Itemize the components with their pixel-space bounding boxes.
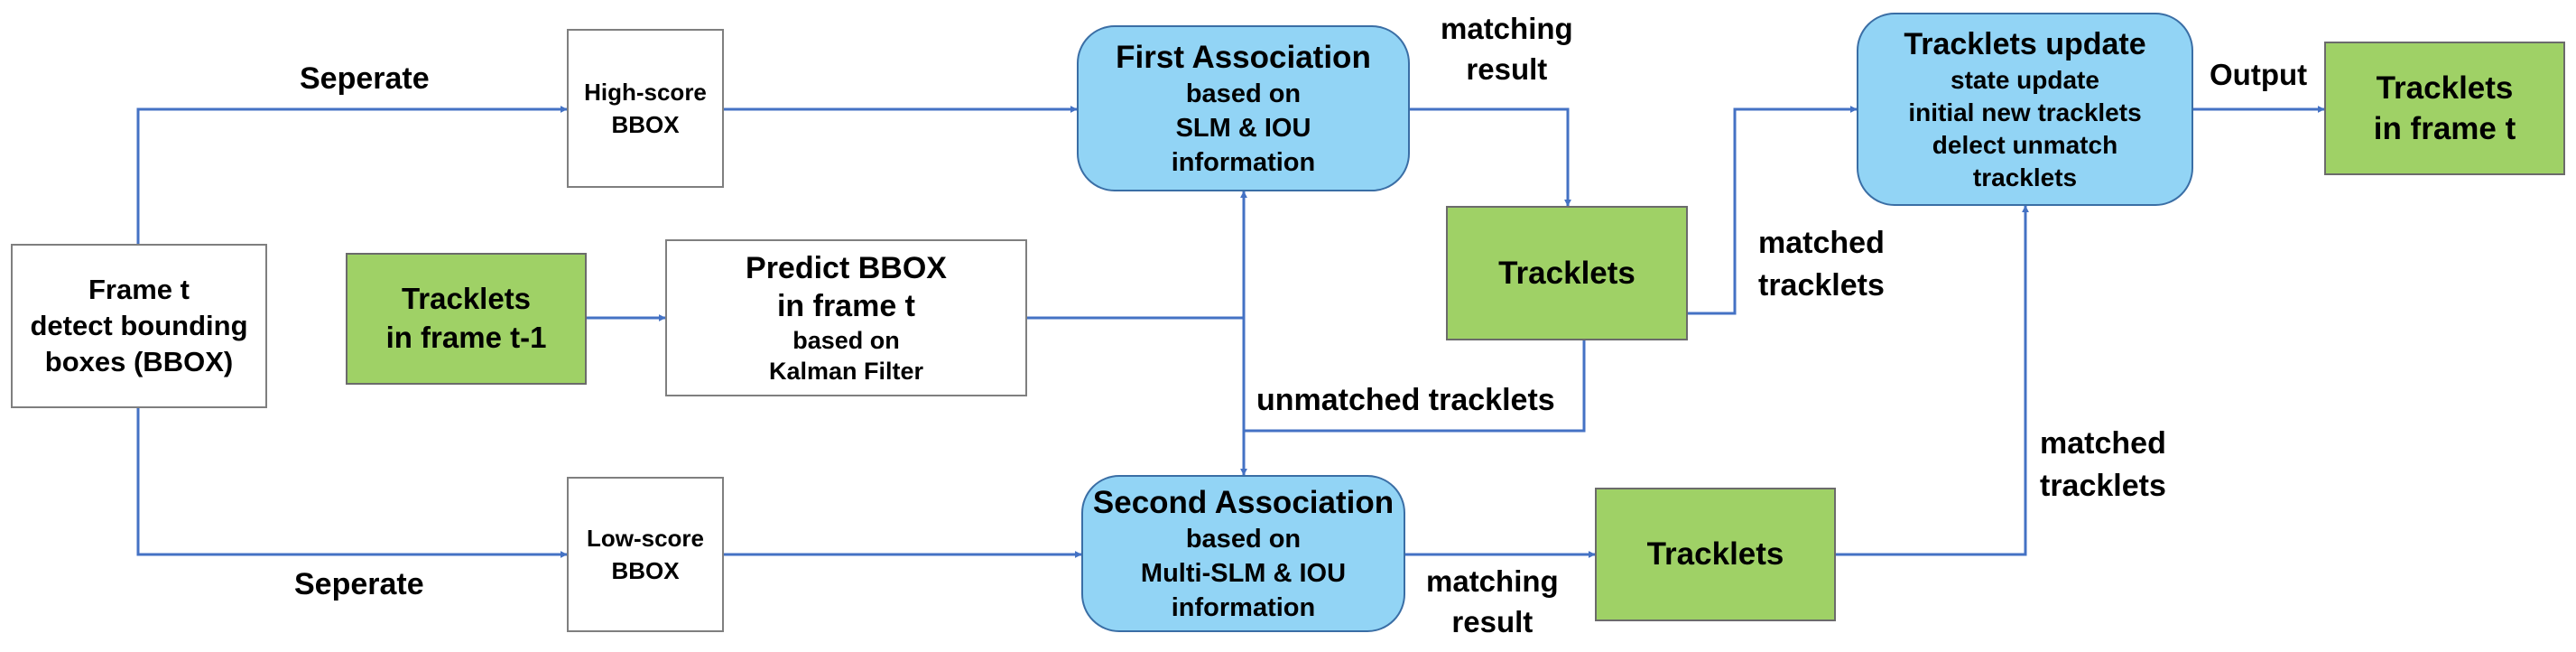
frame-t-line-1: Frame t	[88, 273, 190, 305]
tracklets-mid-label: Tracklets	[1498, 255, 1635, 291]
tracklets-prev-frame-box: Tracklets in frame t-1	[346, 253, 587, 385]
first-association-title: First Association	[1116, 39, 1371, 75]
frame-t-line-3: boxes (BBOX)	[44, 346, 234, 378]
second-association-title: Second Association	[1092, 484, 1395, 520]
connector-unmatched-tracklets	[1244, 340, 1586, 433]
label-seperate-top: Seperate	[300, 61, 430, 96]
second-association-sub-2: Multi-SLM & IOU	[1140, 558, 1347, 588]
low-score-line-2: BBOX	[611, 557, 680, 584]
tracklets-low-label: Tracklets	[1646, 536, 1784, 572]
arrow-frame-to-high-score	[136, 106, 568, 244]
predict-sub-line-2: Kalman Filter	[768, 357, 924, 385]
first-association-box: First Association based on SLM & IOU inf…	[1077, 25, 1410, 191]
first-association-sub-3: information	[1171, 147, 1316, 177]
arrow-first-association-to-tracklets	[1410, 107, 1571, 207]
frame-t-line-2: detect bounding	[30, 309, 248, 341]
tracklets-update-sub-3: delect unmatch	[1932, 130, 2118, 159]
tracklets-matched-second-box: Tracklets	[1595, 488, 1836, 621]
tracklets-prev-line-1: Tracklets	[401, 282, 532, 316]
label-seperate-bottom: Seperate	[294, 567, 424, 601]
label-output: Output	[2210, 58, 2308, 91]
first-association-sub-2: SLM & IOU	[1175, 113, 1311, 143]
matched-tracklets-low-line-1: matched	[2040, 426, 2166, 461]
label-matching-result-bottom: matching result	[1426, 562, 1559, 642]
low-score-line-1: Low-score	[586, 524, 705, 552]
label-matched-tracklets-mid: matched tracklets	[1758, 222, 1885, 307]
high-score-line-2: BBOX	[611, 111, 680, 138]
label-unmatched-tracklets: unmatched tracklets	[1256, 383, 1555, 417]
predict-bbox-box: Predict BBOX in frame t based on Kalman …	[665, 239, 1027, 396]
predict-title-line-2: in frame t	[776, 289, 916, 324]
frame-t-box: Frame t detect bounding boxes (BBOX)	[11, 244, 267, 408]
second-association-box: Second Association based on Multi-SLM & …	[1081, 475, 1405, 632]
matched-tracklets-mid-line-1: matched	[1758, 226, 1885, 260]
matching-result-bottom-line-1: matching	[1426, 564, 1559, 598]
matching-result-top-line-1: matching	[1441, 12, 1573, 45]
tracklets-update-sub-1: state update	[1951, 66, 2099, 95]
tracklets-matched-first-box: Tracklets	[1446, 206, 1688, 340]
matched-tracklets-low-line-2: tracklets	[2040, 468, 2166, 503]
tracklets-output-box: Tracklets in frame t	[2324, 42, 2565, 175]
tracklets-prev-line-2: in frame t-1	[385, 321, 547, 354]
label-matching-result-top: matching result	[1441, 9, 1573, 89]
matching-result-bottom-line-2: result	[1451, 604, 1534, 638]
first-association-sub-1: based on	[1185, 79, 1302, 109]
tracklets-update-title: Tracklets update	[1904, 26, 2146, 61]
tracklets-update-sub-4: tracklets	[1972, 163, 2078, 191]
label-matched-tracklets-low: matched tracklets	[2040, 423, 2166, 508]
arrow-tracklets-to-update	[1688, 106, 1858, 315]
second-association-sub-3: information	[1171, 592, 1316, 622]
low-score-bbox-box: Low-score BBOX	[567, 477, 724, 632]
tracklets-output-line-1: Tracklets	[2376, 70, 2514, 106]
arrow-tracklets-low-to-update	[1836, 205, 2029, 556]
matching-result-top-line-2: result	[1466, 51, 1548, 86]
high-score-bbox-box: High-score BBOX	[567, 29, 724, 188]
tracklets-update-box: Tracklets update state update initial ne…	[1857, 13, 2193, 206]
high-score-line-1: High-score	[584, 78, 707, 106]
predict-sub-line-1: based on	[792, 326, 900, 354]
arrow-frame-to-low-score	[136, 408, 568, 558]
tracklets-output-line-2: in frame t	[2373, 111, 2516, 146]
matched-tracklets-mid-line-2: tracklets	[1758, 267, 1885, 303]
second-association-sub-1: based on	[1185, 525, 1302, 554]
predict-title-line-1: Predict BBOX	[746, 250, 947, 285]
tracklets-update-sub-2: initial new tracklets	[1908, 98, 2142, 126]
